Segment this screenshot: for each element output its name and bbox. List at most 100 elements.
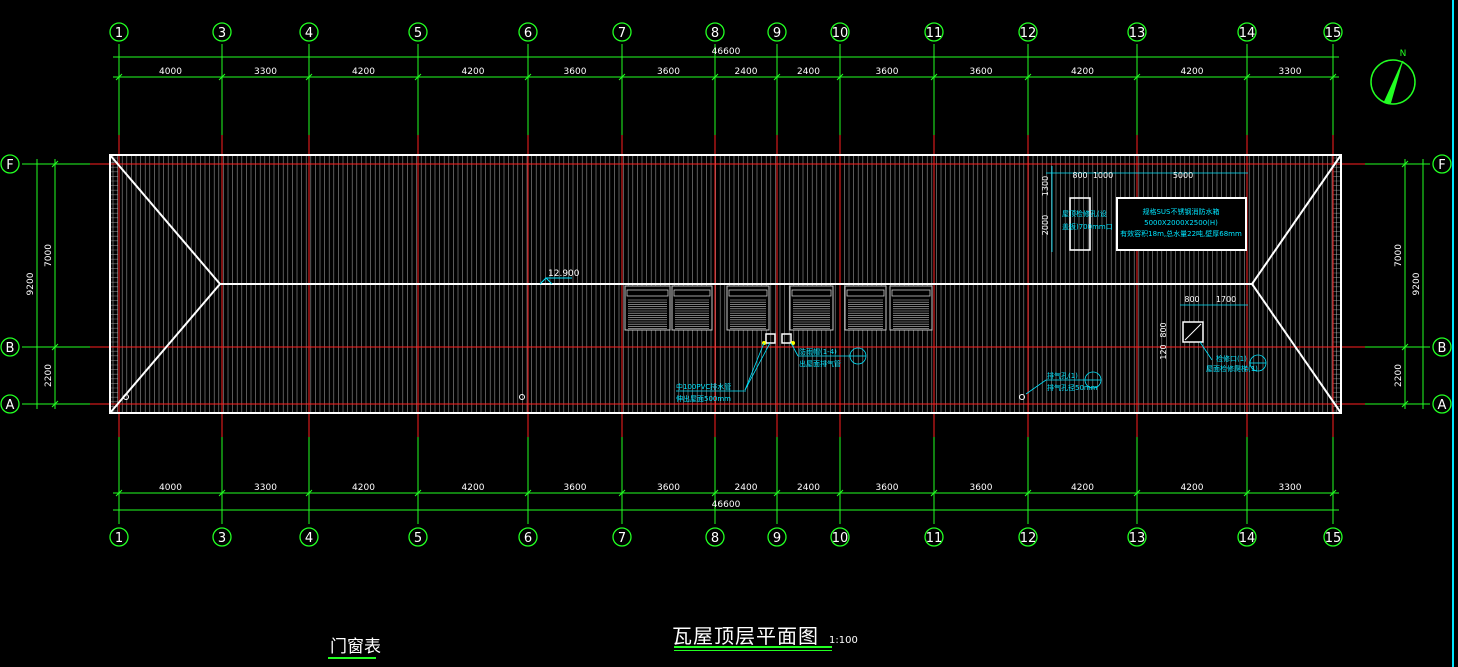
axis-bubble [212,527,232,547]
dimension-label: 3600 [876,67,899,77]
dormer-hatch [793,299,830,329]
axis-bubble [1018,527,1038,547]
axis-bubble-label: 12 [1020,531,1037,546]
access-note: 检修口(1) [1216,354,1247,363]
axis-bubble [830,527,850,547]
ridge-elevation: 12.900 [548,269,580,279]
hatch-note: 屋顶检修孔(设 [1062,209,1107,218]
pipe-note-2: 出屋面排气管 [799,359,841,368]
dimension-tick [1401,160,1409,168]
dimension-label: 4000 [159,67,182,77]
dimension-tick [524,489,532,497]
axis-bubble-label: 15 [1325,531,1342,546]
dormer [671,285,713,331]
tank-note: 有效容积18m,总水量22吨,壁厚68mm [1120,229,1242,238]
dimension-tick [115,489,123,497]
axis-bubble-label: 13 [1129,26,1146,41]
axis-bubble [408,527,428,547]
dimension-label: 4200 [352,483,375,493]
dimension-label: 2400 [797,483,820,493]
dimension-tick [1133,489,1141,497]
dimension-label: 3600 [970,483,993,493]
dimension-tick [618,489,626,497]
axis-bubble [924,22,944,42]
dimension-label: 2200 [1394,364,1404,387]
north-label: N [1400,49,1407,59]
vent-pipe [781,333,792,344]
axis-bubble [0,394,20,414]
dimension-tick [930,489,938,497]
axis-bubble-label: 10 [832,26,849,41]
axis-bubble-label: 12 [1020,26,1037,41]
axis-bubble-label: 14 [1239,531,1256,546]
pipe-leader-2 [790,342,799,357]
dimension-label: 3600 [657,483,680,493]
axis-bubble [1323,527,1343,547]
access-box-diag [1184,323,1202,341]
water-tank [1116,197,1247,251]
axis-bubble-label: 15 [1325,26,1342,41]
pipe-leader [744,342,765,391]
axis-bubble-label: 13 [1129,531,1146,546]
dimension-label: 2200 [44,364,54,387]
axis-bubble-label: A [6,398,15,413]
hip-hatch-right [1333,157,1341,412]
drawing-scale: 1:100 [829,635,858,646]
dimension-total-label: 9200 [1412,272,1422,295]
axis-bubble-label: F [1438,158,1445,173]
dimension-label: 4000 [159,483,182,493]
dormer [726,285,770,331]
dimension-tick [305,73,313,81]
axis-bubble [109,22,129,42]
dimension-tick [1401,343,1409,351]
door-window-table-title: 门窗表 [330,637,381,657]
axis-bubble [0,154,20,174]
axis-bubble-label: 3 [218,26,226,41]
axis-bubble [1323,22,1343,42]
dimension-label: 2400 [797,67,820,77]
tank-note: 5000X2000X2500(H) [1144,219,1218,227]
axis-bubble-label: 9 [773,26,781,41]
title-underline [674,646,832,648]
axis-bubble [705,527,725,547]
pipe-note: 伸出屋面500mm [676,394,731,403]
axis-bubble [612,22,632,42]
title-underline-thin [674,650,832,651]
dimension-label: 4200 [1071,67,1094,77]
vent-hole [519,394,525,400]
dimension-tick [1243,489,1251,497]
hatch-dim: 5000 [1173,171,1193,180]
dormer [789,285,834,331]
dimension-tick [1024,489,1032,497]
axis-bubble-label: 11 [926,531,943,546]
dormer-hatch [893,299,929,329]
dimension-tick [618,73,626,81]
dimension-label: 2400 [735,483,758,493]
dimension-label: 7000 [44,244,54,267]
dimension-label: 3300 [1279,67,1302,77]
dimension-total-label: 9200 [26,272,36,295]
dimension-tick [305,489,313,497]
axis-bubble [1237,527,1257,547]
dormer-frame [844,285,887,331]
axis-bubble [212,22,232,42]
dormer-hatch [730,299,766,329]
dimension-tick [115,73,123,81]
dimension-tick [930,73,938,81]
dimension-label: 4200 [462,67,485,77]
hatch-vert-dim: 1300 [1041,176,1050,196]
dormer-hatch [675,299,709,329]
dormer-frame [624,285,671,331]
axis-bubble-label: 6 [524,531,532,546]
axis-bubble-label: 8 [711,26,719,41]
axis-bubble [299,22,319,42]
axis-bubble [1127,527,1147,547]
axis-bubble-label: 1 [115,531,123,546]
axis-bubble-label: 6 [524,26,532,41]
axis-bubble [1432,394,1452,414]
dimension-label: 3300 [1279,483,1302,493]
axis-bubble-label: 9 [773,531,781,546]
dimension-label: 7000 [1394,244,1404,267]
